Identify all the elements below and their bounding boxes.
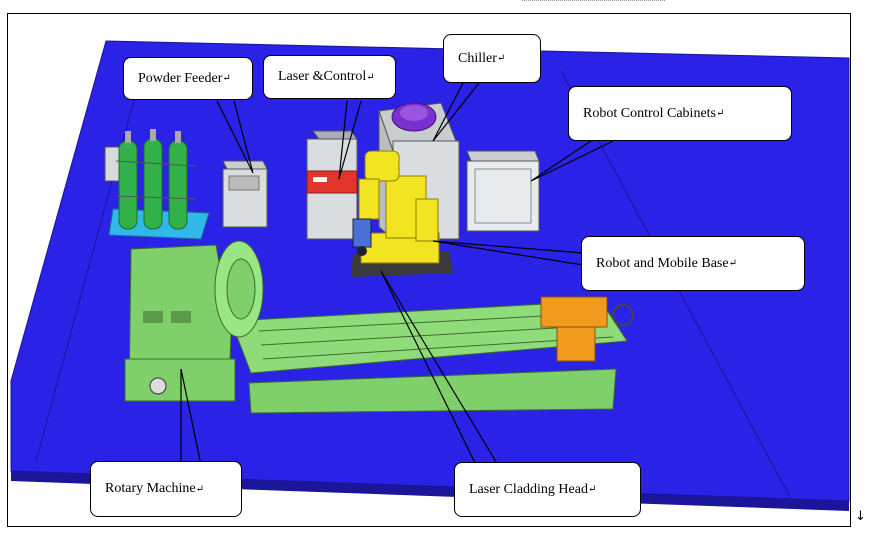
callout-label: Chiller	[458, 50, 497, 66]
powder-feeder-unit	[222, 160, 268, 228]
gas-cylinders	[104, 129, 210, 240]
callout-powder-feeder: Powder Feeder↵	[123, 57, 253, 100]
laser-control-unit	[306, 130, 358, 240]
callout-label: Robot and Mobile Base	[596, 255, 729, 271]
callout-chiller: Chiller↵	[443, 34, 541, 83]
rotary-machine	[124, 240, 628, 414]
equipment-scene	[10, 40, 850, 511]
callout-cladding-head: Laser Cladding Head↵	[454, 462, 641, 517]
top-dotted-rule	[522, 0, 665, 1]
floor-seam	[35, 55, 147, 462]
callout-label: Laser Cladding Head	[469, 481, 588, 497]
callout-label: Rotary Machine	[105, 481, 196, 496]
callout-pointers	[180, 82, 614, 466]
tailstock-unit	[540, 296, 634, 362]
callout-label: Robot Control Cabinets	[583, 105, 716, 121]
callout-label: Laser &Control	[278, 69, 367, 84]
callout-label: Powder Feeder	[138, 70, 223, 86]
robot-cabinet-unit	[466, 150, 540, 232]
page-end-mark: ↓	[855, 509, 866, 524]
callout-robot-base: Robot and Mobile Base↵	[581, 236, 805, 291]
callout-robot-cabinets: Robot Control Cabinets↵	[568, 86, 792, 141]
callout-rotary-machine: Rotary Machine↵	[90, 461, 242, 517]
callout-laser-control: Laser &Control↵	[263, 55, 396, 99]
robot-arm	[351, 150, 453, 277]
